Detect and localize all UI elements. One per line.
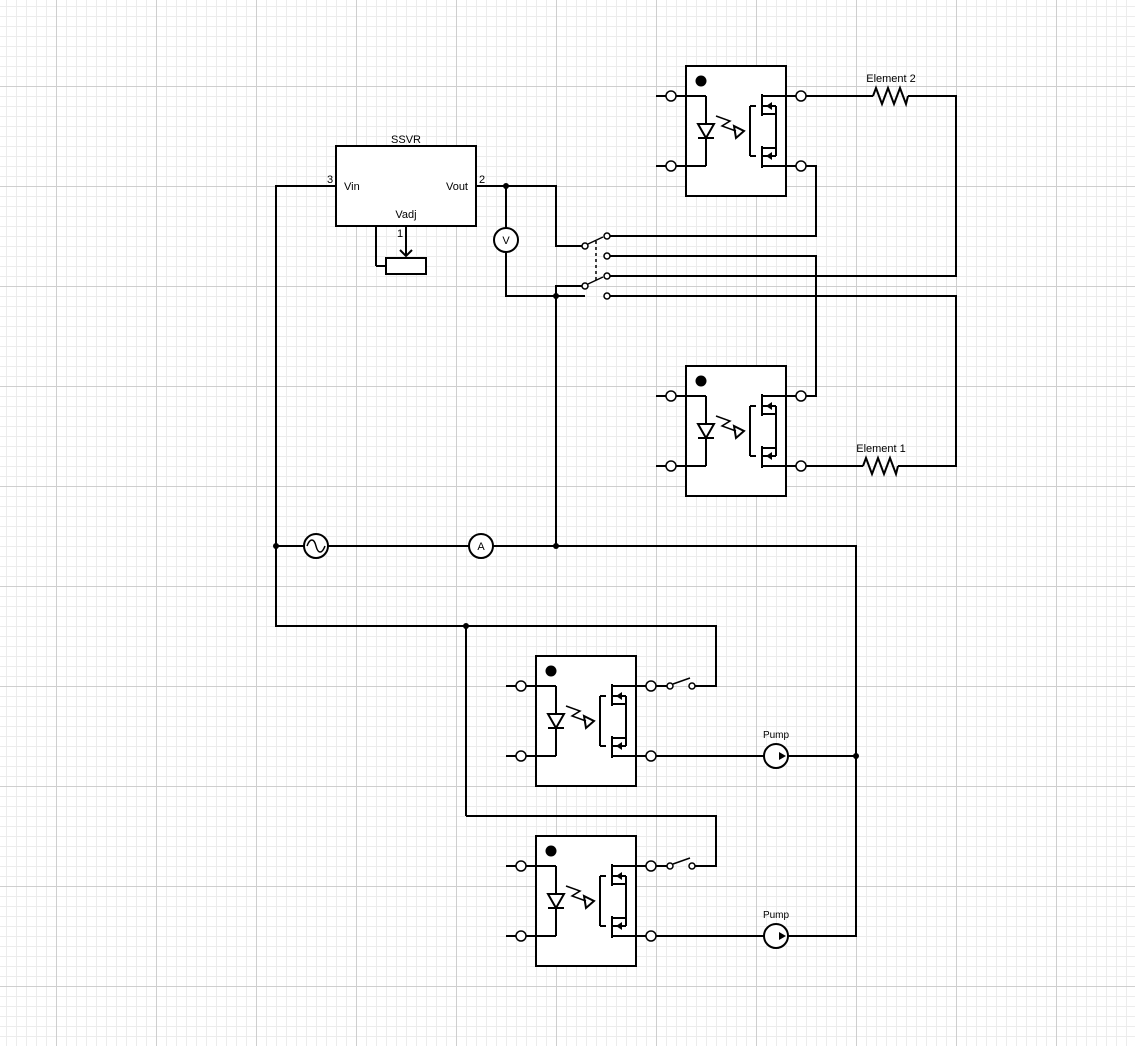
ssvr-vadj-label: Vadj [395,209,416,221]
selector-switch [581,232,611,300]
relay-pump-2 [505,835,657,967]
relay-element-2 [655,65,807,197]
element-2-label: Element 2 [866,73,916,85]
relay-pump-1 [505,655,657,787]
ssvr-pin-vin: 3 [327,174,333,186]
pump-1-label: Pump [763,730,790,741]
pump-1: Pump [763,730,790,769]
voltmeter-label: V [502,235,510,247]
ssvr-module: SSVR Vin Vout Vadj 3 2 1 [327,134,485,240]
ac-source [303,533,329,559]
adjust-potentiometer [375,226,427,275]
ammeter: A [468,533,494,559]
pump-2: Pump [763,910,790,949]
pump-2-label: Pump [763,910,790,921]
voltmeter: V [493,227,519,253]
ssvr-pin-vout: 2 [479,174,485,186]
pump-1-switch [666,677,696,690]
relay-element-1 [655,365,807,497]
ssvr-vin-label: Vin [344,181,360,193]
ssvr-pin-adj: 1 [397,228,403,240]
element-1-label: Element 1 [856,443,906,455]
heating-element-2: Element 2 [866,73,916,108]
junction-dots [273,183,859,759]
wires [275,95,957,937]
ammeter-label: A [477,541,485,553]
ssvr-title: SSVR [391,134,421,146]
pump-2-switch [666,857,696,870]
ssvr-vout-label: Vout [446,181,468,193]
heating-element-1: Element 1 [856,443,906,478]
